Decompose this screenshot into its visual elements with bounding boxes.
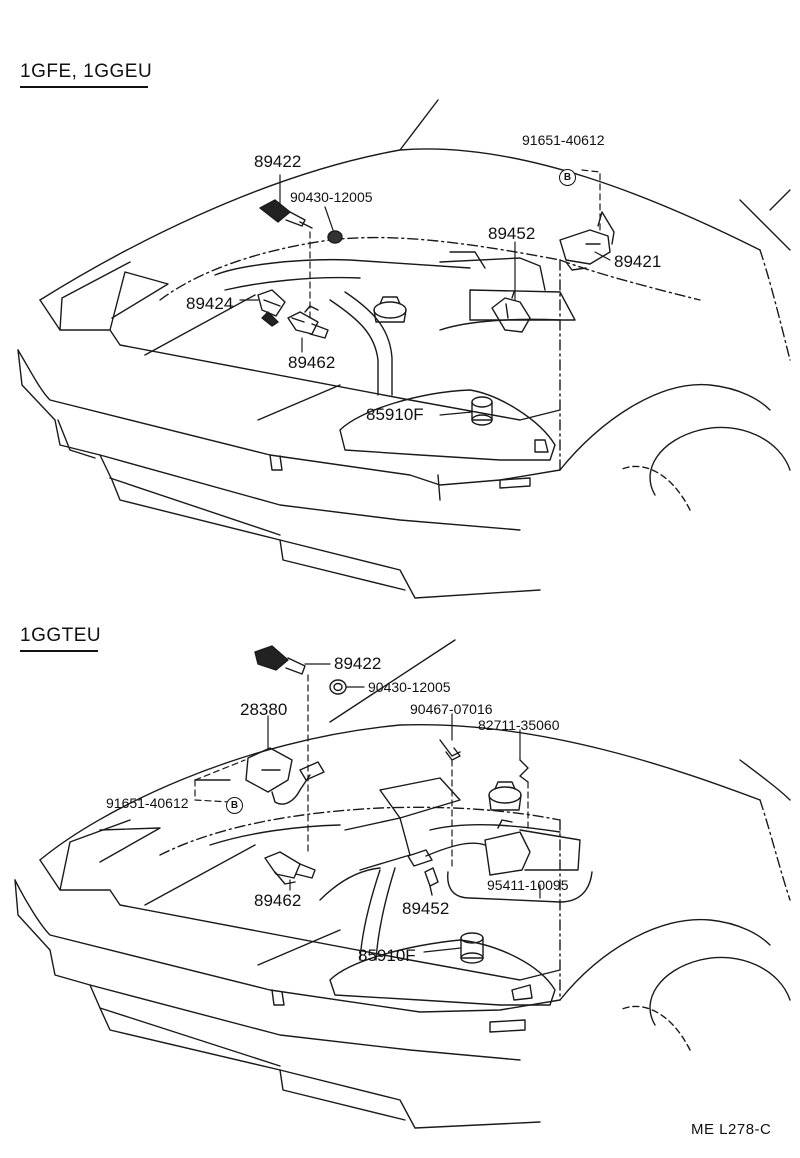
lower-sensor-89422-drawing bbox=[254, 645, 306, 675]
section-title-upper-underline bbox=[20, 86, 148, 88]
upper-gasket-90430-drawing bbox=[327, 230, 343, 244]
label-upper-85910F: 85910F bbox=[366, 405, 424, 424]
upper-car-body-drawing bbox=[17, 99, 791, 599]
lower-vsv-28380-drawing bbox=[245, 747, 325, 805]
label-lower-90467-07016: 90467-07016 bbox=[410, 701, 493, 717]
marker-b-lower: B bbox=[226, 797, 243, 814]
lower-bracket-82711-drawing bbox=[519, 759, 529, 783]
label-lower-89462: 89462 bbox=[254, 891, 302, 910]
lower-clamp-90467-drawing bbox=[439, 739, 461, 761]
marker-b-upper: B bbox=[559, 169, 576, 186]
label-lower-89422: 89422 bbox=[334, 654, 382, 673]
label-lower-85910F: 85910F bbox=[358, 946, 416, 965]
upper-sensor-89422-drawing bbox=[259, 199, 313, 229]
upper-sensor-89452-drawing bbox=[491, 291, 531, 333]
label-lower-90430-12005: 90430-12005 bbox=[368, 679, 451, 695]
label-lower-95411-10095: 95411-10095 bbox=[487, 877, 569, 893]
label-upper-90430-12005: 90430-12005 bbox=[290, 189, 373, 205]
label-lower-91651-40612: 91651-40612 bbox=[106, 795, 189, 811]
lower-switch-85910F-drawing bbox=[460, 932, 484, 964]
section-title-upper: 1GFE, 1GGEU bbox=[20, 61, 153, 82]
lower-module-drawing bbox=[407, 819, 531, 876]
label-upper-91651-40612: 91651-40612 bbox=[522, 132, 605, 148]
label-lower-82711-35060: 82711-35060 bbox=[478, 717, 560, 733]
lower-leader-lines bbox=[194, 663, 541, 953]
upper-switch-89424-drawing bbox=[257, 289, 286, 327]
label-upper-89421: 89421 bbox=[614, 252, 662, 271]
label-lower-28380: 28380 bbox=[240, 700, 288, 719]
upper-leader-lines bbox=[239, 169, 611, 416]
section-title-lower-underline bbox=[20, 650, 98, 652]
lower-gasket-90430-drawing bbox=[329, 679, 347, 695]
lower-sensor-89462-drawing bbox=[264, 851, 316, 885]
lower-wire-95411-drawing bbox=[447, 871, 593, 903]
label-upper-89422: 89422 bbox=[254, 152, 302, 171]
lower-car-body-drawing bbox=[14, 639, 791, 1129]
label-upper-89452: 89452 bbox=[488, 224, 536, 243]
label-upper-89424: 89424 bbox=[186, 294, 234, 313]
section-title-lower: 1GGTEU bbox=[20, 625, 102, 646]
lower-sensor-89452-drawing bbox=[424, 867, 439, 896]
upper-radiator-cap-drawing bbox=[373, 296, 407, 323]
lower-radiator-cap-drawing bbox=[488, 781, 522, 811]
label-lower-89452: 89452 bbox=[402, 899, 450, 918]
upper-sensor-89462-drawing bbox=[287, 305, 329, 339]
label-upper-89462: 89462 bbox=[288, 353, 336, 372]
diagram-reference-code: ME L278-C bbox=[691, 1121, 772, 1138]
upper-sensor-89421-drawing bbox=[559, 211, 615, 271]
upper-switch-85910F-drawing bbox=[471, 396, 493, 426]
